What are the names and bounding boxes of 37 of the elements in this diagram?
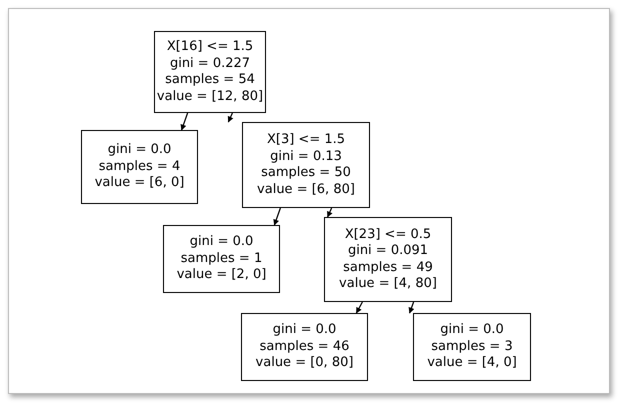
node-text: gini = 0.0 <box>272 322 336 339</box>
node-text: gini = 0.13 <box>270 148 342 165</box>
tree-node-box <box>324 217 452 302</box>
node-text: samples = 46 <box>260 338 350 356</box>
tree-node-box <box>163 225 280 293</box>
arrow <box>180 112 188 131</box>
tree-node-box <box>242 122 370 208</box>
tree-node-box <box>241 313 368 381</box>
node-text: gini = 0.227 <box>170 56 250 72</box>
node-text: gini = 0.091 <box>348 243 428 260</box>
tree-node-box <box>413 313 531 381</box>
arrow <box>273 208 281 226</box>
node-text: gini = 0.0 <box>190 234 254 251</box>
node-text: X[23] <= 0.5 <box>344 226 432 243</box>
node-text: samples = 54 <box>165 72 255 88</box>
arrow <box>408 302 414 314</box>
node-text: value = [2, 0] <box>176 267 266 284</box>
node-text: gini = 0.0 <box>108 142 172 159</box>
node-text: samples = 1 <box>180 250 262 268</box>
node-text: samples = 49 <box>343 260 433 276</box>
node-text: value = [4, 80] <box>339 276 437 292</box>
node-text: value = [6, 80] <box>257 182 355 198</box>
arrow <box>228 112 234 123</box>
node-text: gini = 0.0 <box>440 322 504 339</box>
node-text: value = [4, 0] <box>427 355 517 372</box>
node-text: value = [6, 0] <box>94 175 184 192</box>
node-text: X[16] <= 1.5 <box>166 39 254 56</box>
arrow <box>356 302 363 314</box>
node-text: samples = 4 <box>98 158 180 176</box>
node-text: X[3] <= 1.5 <box>266 132 346 148</box>
node-text: samples = 3 <box>431 338 513 356</box>
node-text: value = [0, 80] <box>256 355 354 372</box>
node-text: value = [12, 80] <box>156 88 264 105</box>
tree-node-box <box>81 130 198 204</box>
tree-node-box <box>154 31 266 113</box>
node-text: samples = 50 <box>261 165 351 182</box>
arrow <box>327 208 333 218</box>
